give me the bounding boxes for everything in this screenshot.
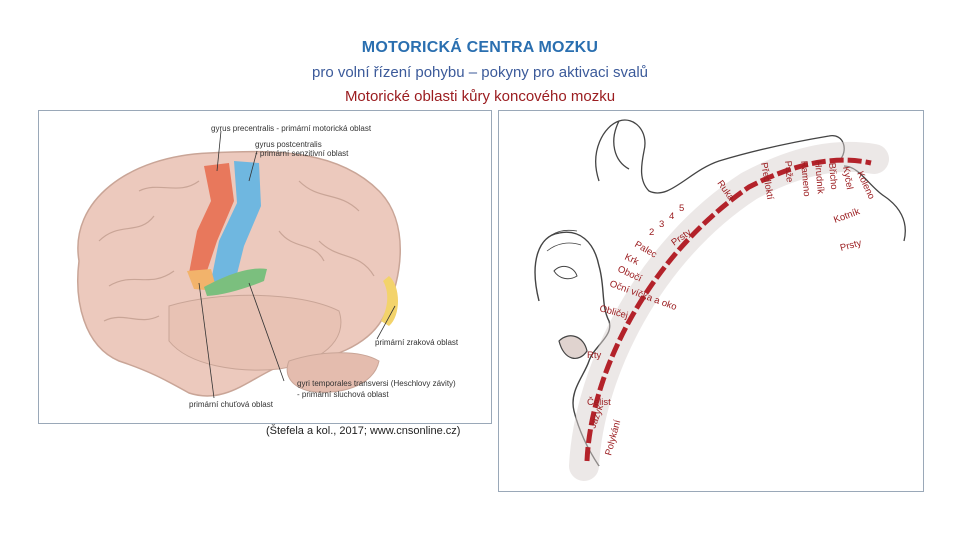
page-title: MOTORICKÁ CENTRA MOZKU [0, 39, 960, 57]
label-abdomen: Břicho [826, 162, 839, 190]
label-postcentral: gyrus postcentralis [255, 140, 322, 149]
label-auditory: gyri temporales transversi (Heschlovy zá… [297, 379, 456, 388]
homunculus-eye [554, 266, 577, 278]
finger-number-2: 2 [649, 227, 654, 238]
page-subtitle: pro volní řízení pohybu – pokyny pro akt… [0, 64, 960, 81]
brain-diagram: gyrus precentralis - primární motorická … [39, 111, 491, 423]
label-jaw: Čelist [587, 397, 611, 408]
label-arm: Paže [782, 160, 795, 183]
label-knee: Koleno [854, 170, 876, 201]
label-visual: primární zraková oblast [375, 338, 459, 347]
homunculus-mouth [559, 336, 587, 359]
brain-diagram-panel: gyrus precentralis - primární motorická … [38, 110, 492, 424]
label-chest: Hrudník [812, 160, 826, 194]
finger-number-3: 3 [659, 219, 664, 230]
label-ankle: Kotník [832, 206, 861, 226]
finger-number-4: 4 [669, 211, 674, 222]
finger-number-5: 5 [679, 203, 684, 214]
label-auditory-2: - primární sluchová oblast [297, 390, 389, 399]
homunculus-diagram: Polykání Jazyk Čelist Rty Obličej Oční v… [499, 111, 923, 491]
label-gustatory: primární chuťová oblast [189, 400, 274, 409]
label-shoulder: Rameno [798, 160, 812, 197]
homunculus-panel: Polykání Jazyk Čelist Rty Obličej Oční v… [498, 110, 924, 492]
source-citation: (Štefela a kol., 2017; www.cnsonline.cz) [266, 425, 460, 437]
label-lips: Rty [587, 350, 602, 361]
label-precentral: gyrus precentralis - primární motorická … [211, 124, 372, 133]
label-toes: Prsty [839, 238, 863, 254]
label-postcentral-2: - primární senzitivní oblast [255, 149, 349, 158]
section-subtitle: Motorické oblasti kůry koncového mozku [0, 88, 960, 105]
label-swallowing: Polykání [603, 418, 623, 456]
